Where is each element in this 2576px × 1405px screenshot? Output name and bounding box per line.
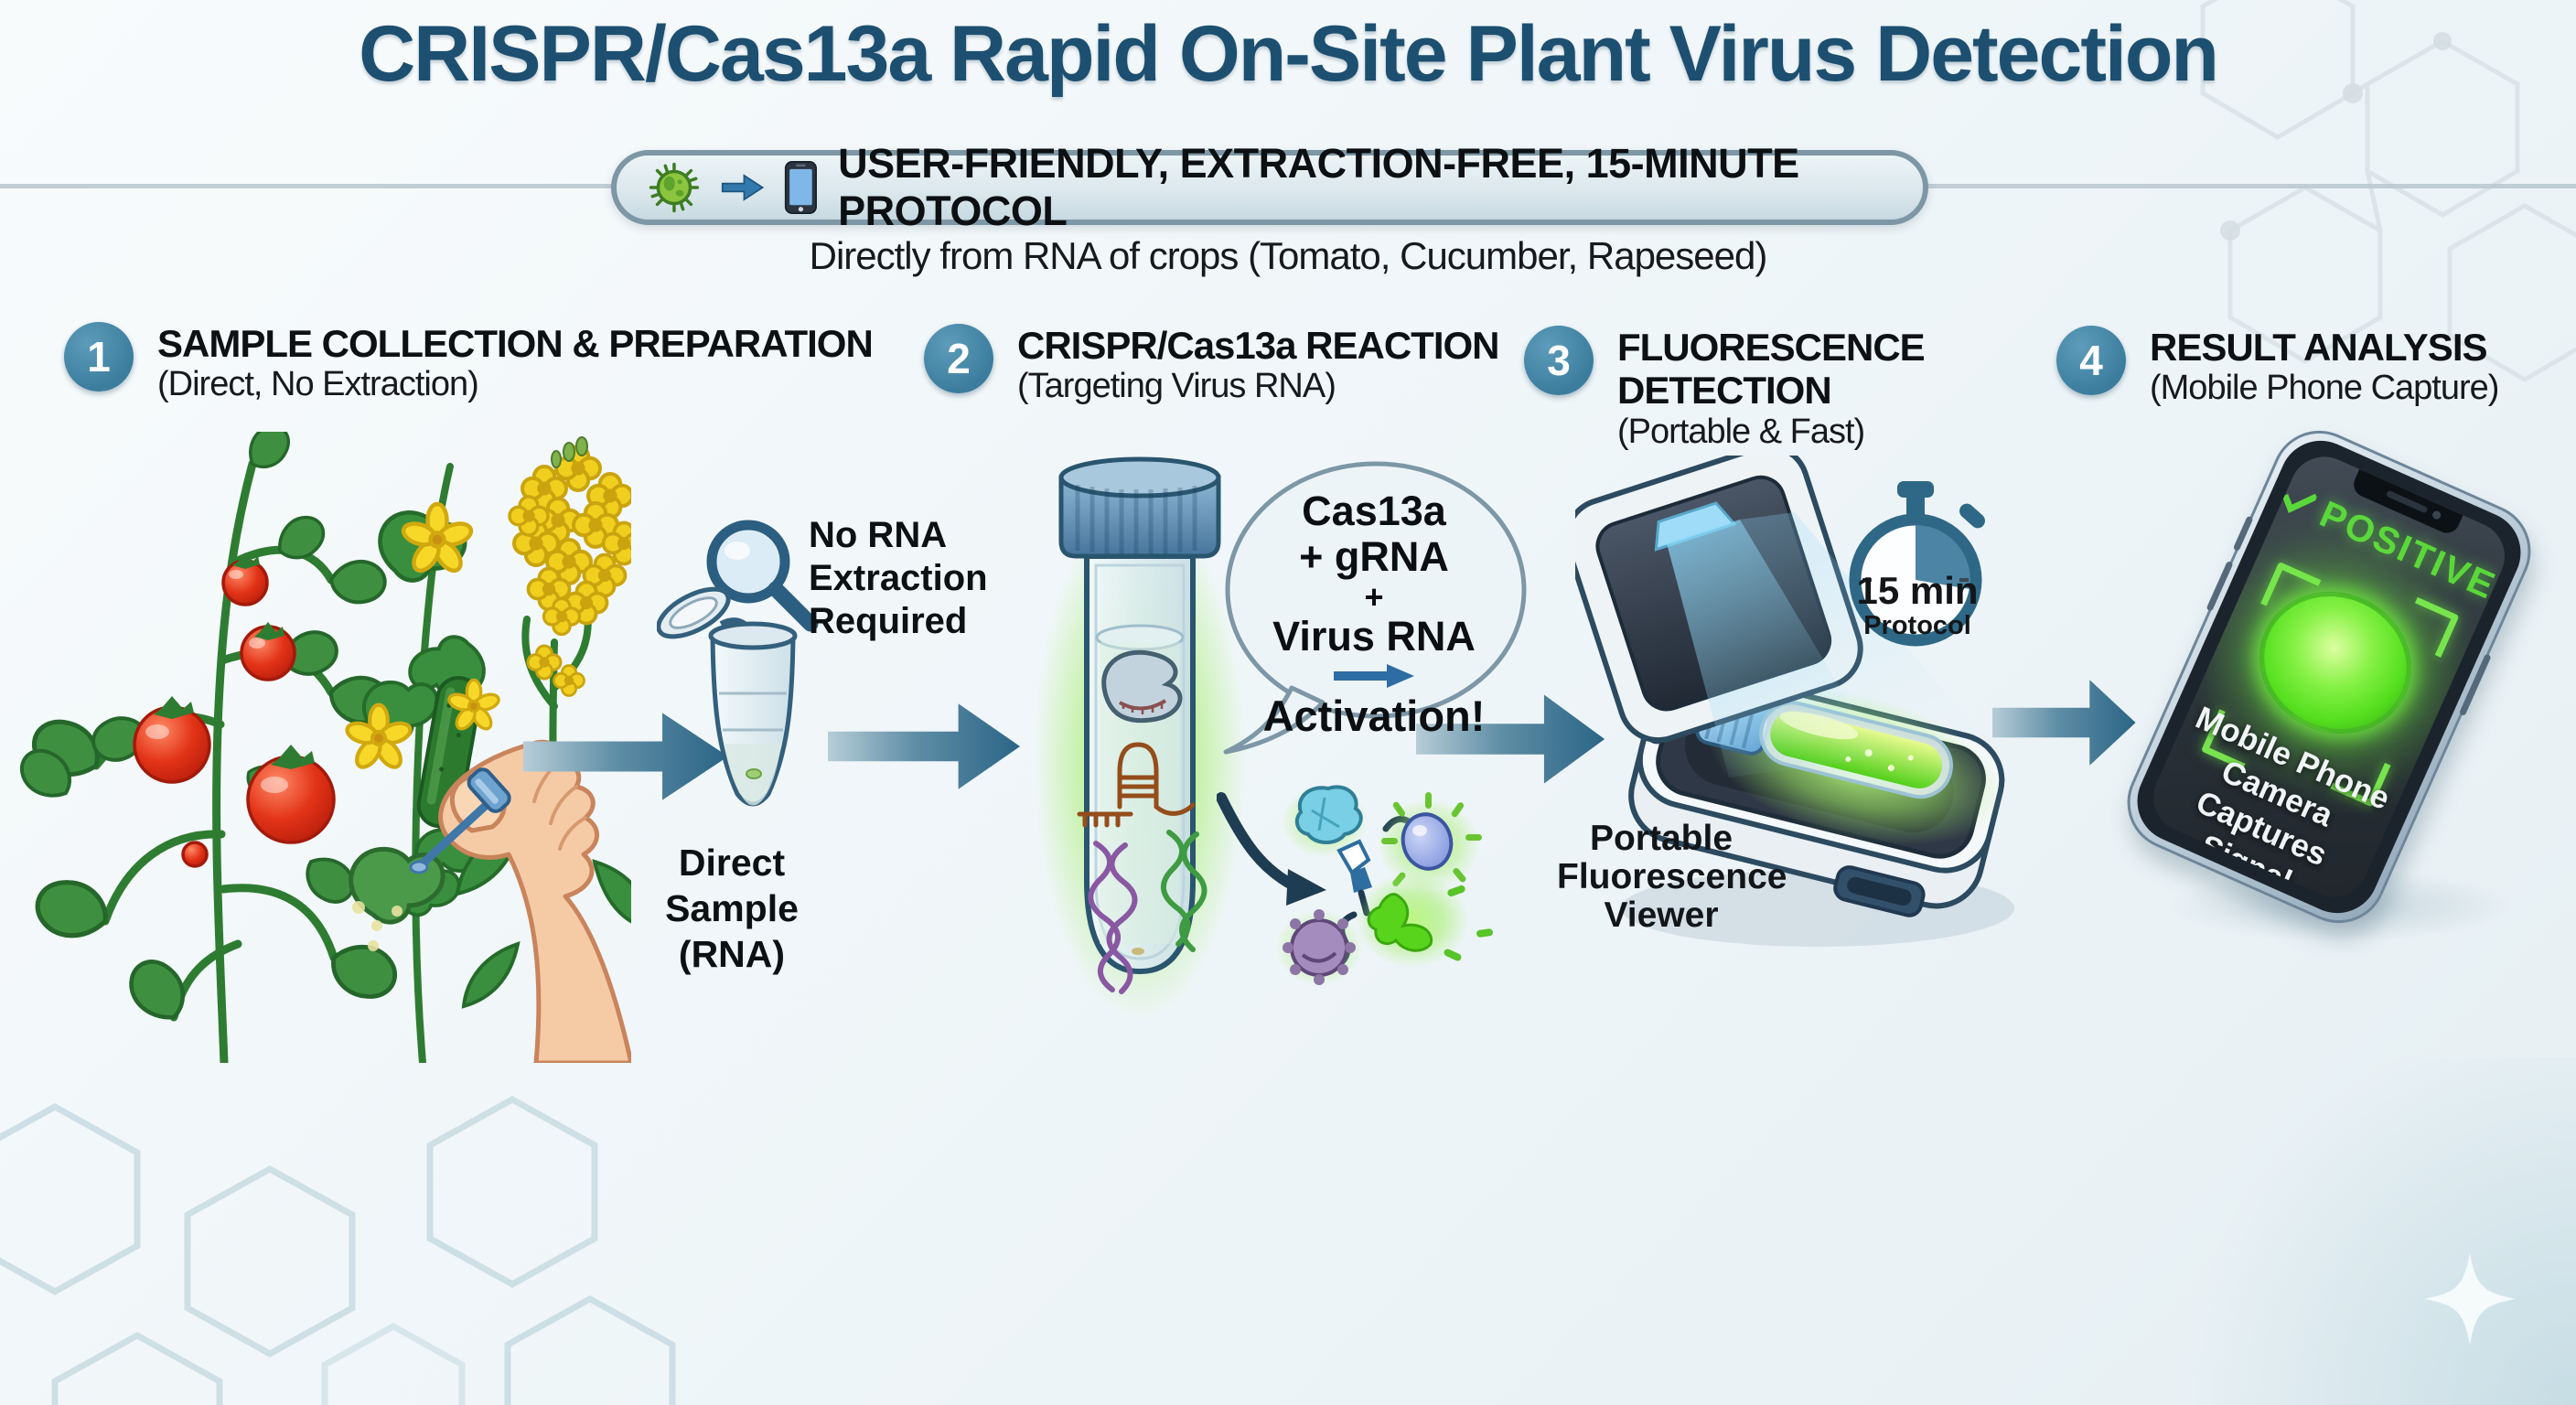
step-title: FLUORESCENCE DETECTION <box>1617 326 1926 413</box>
flow-arrow-2 <box>828 703 1021 789</box>
step-subtitle: (Direct, No Extraction) <box>157 365 479 404</box>
reaction-tube-illustration <box>1034 456 1246 1022</box>
result-row: POSITIVE <box>2276 476 2502 608</box>
reaction-speech-bubble <box>1223 461 1527 755</box>
bubble-line: + <box>1364 577 1384 616</box>
step-title: CRISPR/Cas13a REACTION <box>1017 324 1499 367</box>
flow-arrow-4 <box>1992 680 2136 766</box>
step-header-2: 2 CRISPR/Cas13a REACTION (Targeting Viru… <box>924 324 1499 407</box>
step-header-4: 4 RESULT ANALYSIS (Mobile Phone Capture) <box>2056 326 2499 409</box>
timer-value: 15 min <box>1856 569 1979 612</box>
step-subtitle: (Portable & Fast) <box>1617 412 1865 451</box>
step-header-1: 1 SAMPLE COLLECTION & PREPARATION (Direc… <box>64 322 874 405</box>
collateral-cleavage-illustration <box>1217 785 1493 986</box>
step-title: RESULT ANALYSIS <box>2150 326 2488 369</box>
magnifying-glass-icon <box>706 520 819 632</box>
virus-icon <box>649 162 700 213</box>
step-subtitle: (Targeting Virus RNA) <box>1017 367 1336 406</box>
flow-arrow-3 <box>1416 694 1605 784</box>
phone-front-camera <box>2431 509 2442 520</box>
corner-tint <box>2155 1057 2576 1405</box>
phone-speaker <box>2385 489 2429 514</box>
page-title: CRISPR/Cas13a Rapid On-Site Plant Virus … <box>359 10 2219 98</box>
phone-bezel: POSITIVE Mobile Phone Camera Captures Si… <box>2124 427 2534 927</box>
step-header-3: 3 FLUORESCENCE DETECTION (Portable & Fas… <box>1524 326 1926 453</box>
protocol-banner: USER-FRIENDLY, EXTRACTION-FREE, 15-MINUT… <box>611 140 1928 234</box>
bubble-line: + gRNA <box>1299 533 1449 581</box>
bubble-line: Activation! <box>1262 692 1486 741</box>
sparkle-icon <box>2424 1253 2516 1345</box>
activation-arrow-icon <box>1334 664 1414 689</box>
direct-sample-label: Direct Sample (RNA) <box>665 842 799 976</box>
flow-arrow-1 <box>523 713 728 800</box>
fluorescence-viewer-illustration <box>1575 456 2014 947</box>
hexagon-pattern-top-right <box>2200 0 2576 382</box>
no-extraction-note: No RNA Extraction Required <box>809 515 988 642</box>
viewer-label: Portable Fluorescence Viewer <box>1557 819 1787 936</box>
phone-screen: POSITIVE Mobile Phone Camera Captures Si… <box>2141 445 2517 908</box>
reaction-bubble-text: Cas13a + gRNA + Virus RNA Activation! <box>1257 488 1491 740</box>
smartphone: POSITIVE Mobile Phone Camera Captures Si… <box>2111 415 2547 938</box>
subtitle: Directly from RNA of crops (Tomato, Cucu… <box>809 234 1768 277</box>
smartphone-icon <box>785 161 818 214</box>
stopwatch-icon <box>1849 481 1985 647</box>
step-number-badge: 3 <box>1524 326 1594 395</box>
step-title: SAMPLE COLLECTION & PREPARATION <box>157 322 874 365</box>
bubble-line: Cas13a <box>1302 488 1446 534</box>
step-number-badge: 4 <box>2056 326 2126 395</box>
checkmark-icon <box>2282 493 2319 513</box>
sample-tube-illustration <box>657 586 798 807</box>
result-phone-illustration: POSITIVE Mobile Phone Camera Captures Si… <box>2111 415 2550 960</box>
bubble-line: Virus RNA <box>1272 612 1476 660</box>
banner-label: USER-FRIENDLY, EXTRACTION-FREE, 15-MINUT… <box>838 140 1799 234</box>
timer-text: 15 min Protocol <box>1850 569 1985 641</box>
hexagon-pattern-bottom-left <box>0 1095 676 1405</box>
crop-plants-illustration <box>9 432 631 1063</box>
step-subtitle: (Mobile Phone Capture) <box>2150 369 2499 408</box>
step-number-badge: 2 <box>924 324 993 393</box>
right-arrow-icon <box>721 174 765 201</box>
timer-caption: Protocol <box>1863 611 1971 641</box>
step-number-badge: 1 <box>64 322 134 391</box>
